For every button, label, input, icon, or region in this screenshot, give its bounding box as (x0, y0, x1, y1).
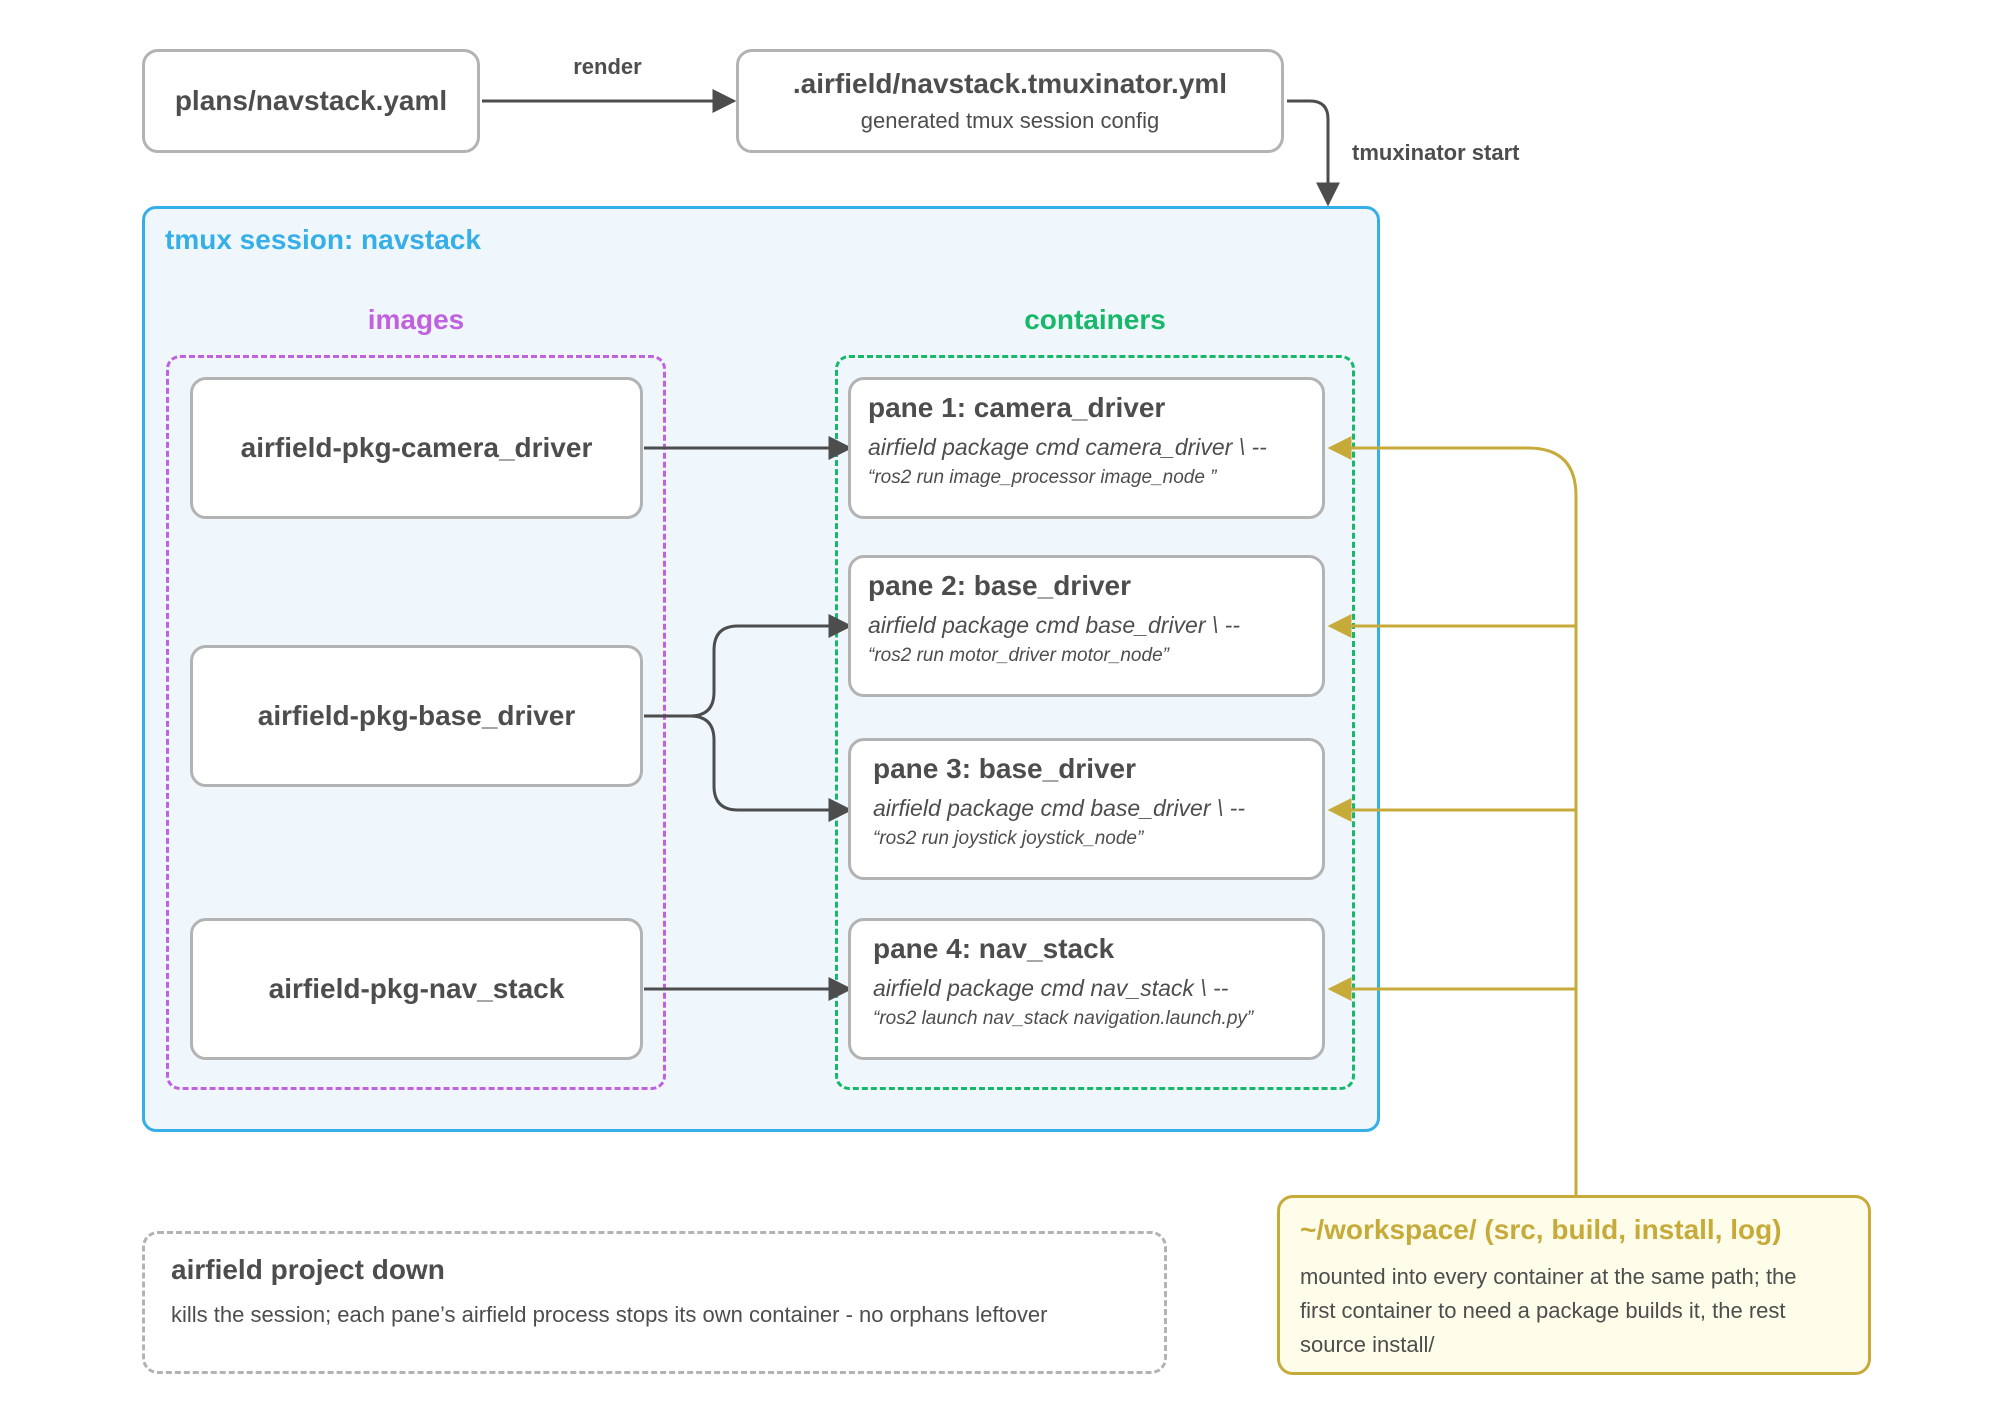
pane-command: airfield package cmd base_driver \ -- (873, 795, 1245, 821)
tmuxinator-config-node: .airfield/navstack.tmuxinator.yml genera… (736, 49, 1284, 153)
pane-argument: “ros2 launch nav_stack navigation.launch… (873, 1008, 1254, 1029)
images-group (166, 355, 666, 1090)
project-down-description: kills the session; each pane’s airfield … (171, 1302, 1048, 1327)
session-title: tmux session: navstack (165, 224, 481, 255)
containers-group (835, 355, 1355, 1090)
pane-argument: “ros2 run joystick joystick_node” (873, 828, 1144, 849)
workspace-trunk-line (1327, 436, 1578, 1195)
pane-title: pane 2: base_driver (868, 570, 1132, 601)
pane-node: pane 4: nav_stack airfield package cmd n… (848, 918, 1325, 1060)
base-image-to-pane3-arrow (644, 714, 853, 822)
containers-group-label: containers (1024, 304, 1166, 335)
image-node: airfield-pkg-base_driver (190, 645, 643, 787)
pane-argument: “ros2 run image_processor image_node ” (868, 467, 1217, 488)
pane-node: pane 3: base_driver airfield package cmd… (848, 738, 1325, 880)
image-node: airfield-pkg-camera_driver (190, 377, 643, 519)
workspace-title: ~/workspace/ (src, build, install, log) (1300, 1214, 1782, 1245)
render-label: render (573, 54, 642, 79)
workspace-description-line: source install/ (1300, 1332, 1435, 1357)
workspace-node: ~/workspace/ (src, build, install, log) … (1277, 1195, 1871, 1375)
pane-node: pane 2: base_driver airfield package cmd… (848, 555, 1325, 697)
pane-node: pane 1: camera_driver airfield package c… (848, 377, 1325, 519)
workspace-description-line: mounted into every container at the same… (1300, 1264, 1797, 1289)
pane-title: pane 4: nav_stack (873, 933, 1115, 964)
base-image-to-pane2-arrow (644, 614, 853, 718)
pane-title: pane 3: base_driver (873, 753, 1137, 784)
pane-argument: “ros2 run motor_driver motor_node” (868, 645, 1169, 666)
image-node: airfield-pkg-nav_stack (190, 918, 643, 1060)
tmuxinator-start-label: tmuxinator start (1352, 140, 1520, 165)
pane-command: airfield package cmd nav_stack \ -- (873, 975, 1229, 1001)
project-down-note: airfield project down kills the session;… (142, 1231, 1167, 1374)
pane-command: airfield package cmd base_driver \ -- (868, 612, 1240, 638)
images-group-label: images (367, 304, 465, 335)
pane-title: pane 1: camera_driver (868, 392, 1166, 423)
pane-command: airfield package cmd camera_driver \ -- (868, 434, 1267, 460)
plan-file-node: plans/navstack.yaml (142, 49, 480, 153)
workspace-description-line: first container to need a package builds… (1300, 1298, 1786, 1323)
tmuxinator-start-arrow (1287, 99, 1340, 207)
project-down-title: airfield project down (171, 1254, 445, 1285)
